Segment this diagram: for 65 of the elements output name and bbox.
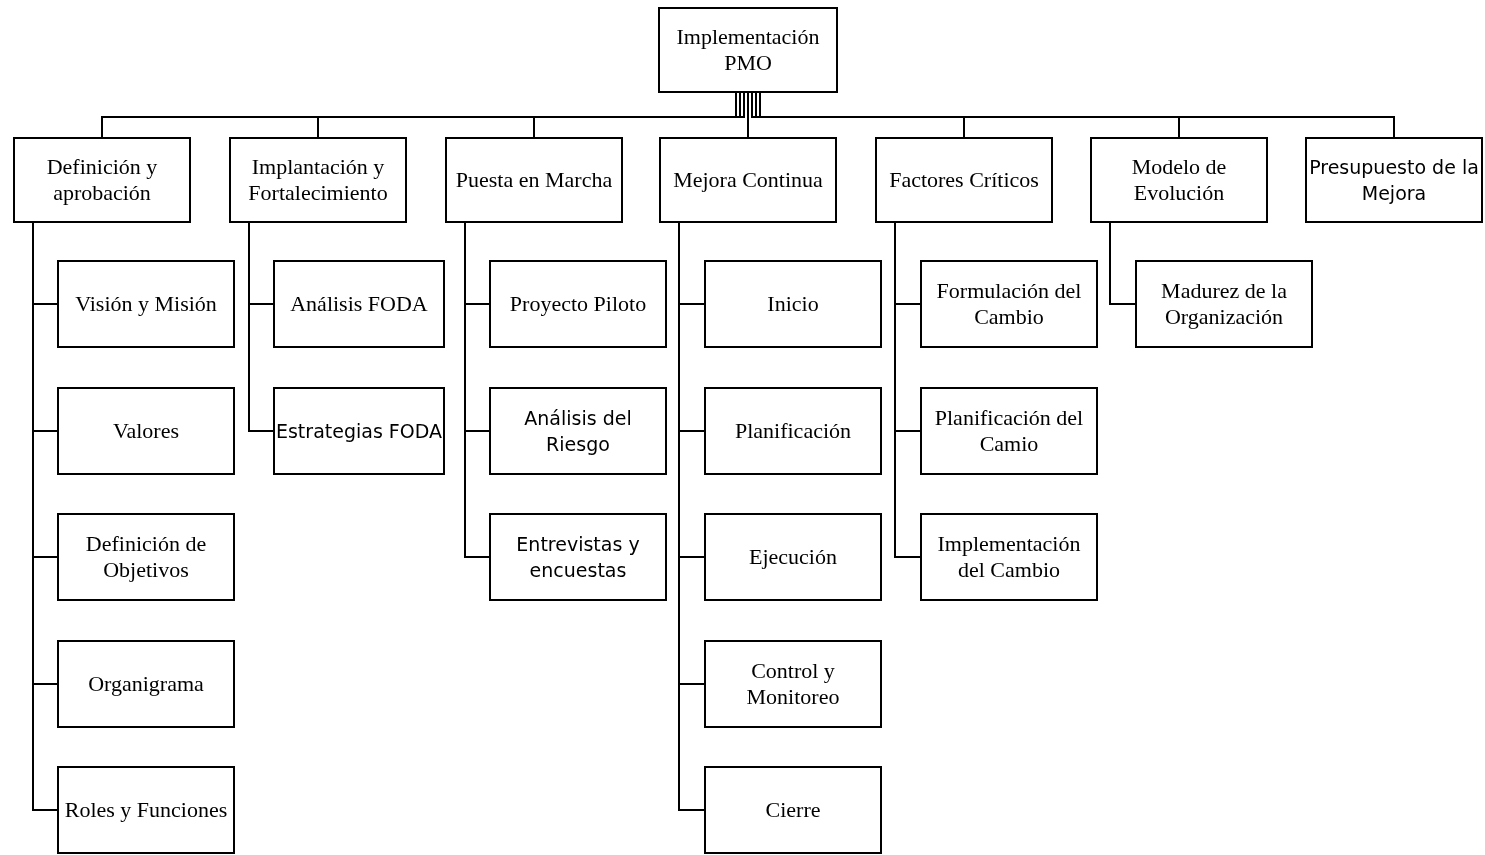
- task-box: [1305, 137, 1483, 223]
- task-box: [920, 513, 1098, 601]
- task-label: Organigrama: [88, 671, 204, 697]
- task-label: Estrategias FODA: [275, 419, 442, 444]
- task-label: Valores: [113, 418, 179, 444]
- task-box: [229, 137, 407, 223]
- task-label: Definición y aprobación: [45, 154, 159, 206]
- task-box: [920, 387, 1098, 475]
- task-box: [489, 260, 667, 348]
- connector-line: [751, 92, 965, 138]
- connector-line: [533, 92, 745, 138]
- connector-line: [248, 222, 274, 432]
- task-label: Proyecto Piloto: [509, 291, 647, 317]
- task-box: [57, 513, 235, 601]
- connector-line: [1109, 222, 1136, 305]
- connector-line: [759, 92, 1395, 138]
- task-box: [57, 766, 235, 854]
- task-label: Madurez de la Organización: [1160, 278, 1288, 330]
- task-box: [273, 260, 445, 348]
- task-box: [704, 640, 882, 728]
- connector-line: [755, 92, 1180, 138]
- task-label: Definición de Objetivos: [84, 531, 208, 583]
- connector-line: [317, 92, 741, 138]
- task-box: [659, 137, 837, 223]
- task-label: Presupuesto de la Mejora: [1308, 155, 1480, 206]
- task-label: Implementación del Cambio: [936, 531, 1082, 583]
- connector-line: [747, 92, 749, 138]
- task-box: [1090, 137, 1268, 223]
- task-label: Análisis del Riesgo: [523, 406, 633, 457]
- connector-line: [894, 222, 921, 558]
- task-box: [875, 137, 1053, 223]
- task-label: Control y Monitoreo: [745, 658, 841, 710]
- task-box: [704, 513, 882, 601]
- task-label: Análisis FODA: [290, 291, 428, 317]
- task-box: [13, 137, 191, 223]
- task-label: Visión y Misión: [75, 291, 217, 317]
- task-box: [445, 137, 623, 223]
- task-box: [704, 766, 882, 854]
- task-box: [489, 513, 667, 601]
- task-box: [57, 387, 235, 475]
- task-label: Factores Críticos: [889, 167, 1039, 193]
- task-label: Cierre: [765, 797, 821, 823]
- connector-line: [464, 222, 490, 558]
- task-box: [1135, 260, 1313, 348]
- task-label: Planificación del Camio: [933, 405, 1085, 457]
- connector-line: [101, 92, 737, 138]
- task-label: Mejora Continua: [673, 167, 823, 193]
- task-label: Roles y Funciones: [64, 797, 228, 823]
- task-label: Modelo de Evolución: [1130, 154, 1228, 206]
- task-box: [704, 387, 882, 475]
- task-label: Formulación del Cambio: [935, 278, 1083, 330]
- task-label: Inicio: [767, 291, 819, 317]
- task-box: [920, 260, 1098, 348]
- task-box: [658, 7, 838, 93]
- task-box: [489, 387, 667, 475]
- task-label: Puesta en Marcha: [455, 167, 613, 193]
- task-label: Implementación PMO: [675, 24, 821, 76]
- task-label: Ejecución: [749, 544, 837, 570]
- task-box: [57, 260, 235, 348]
- task-label: Implantación y Fortalecimiento: [247, 154, 389, 206]
- task-label: Entrevistas y encuestas: [515, 532, 641, 583]
- task-box: [704, 260, 882, 348]
- task-box: [273, 387, 445, 475]
- task-box: [57, 640, 235, 728]
- task-label: Planificación: [734, 418, 852, 444]
